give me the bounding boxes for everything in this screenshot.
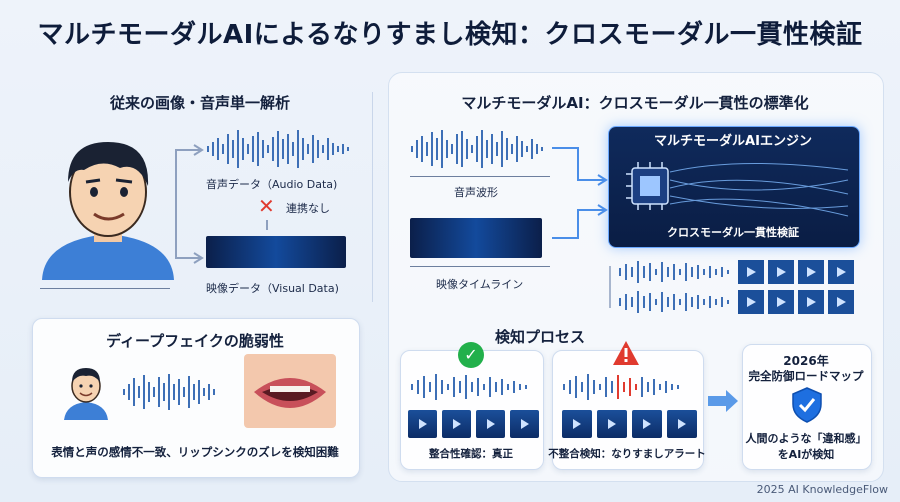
engine-title: マルチモーダルAIエンジン	[654, 134, 812, 149]
page-title: マルチモーダルAIによるなりすまし検知：クロスモーダル一貫性検証	[37, 20, 863, 50]
roadmap-year: 2026年	[783, 354, 829, 368]
authentic-label: 整合性確認：真正	[429, 448, 513, 460]
warning-icon	[613, 341, 639, 365]
traditional-heading: 従来の画像・音声単一解析	[109, 94, 290, 112]
branch-arrows	[175, 144, 204, 264]
person-avatar	[42, 142, 174, 280]
detection-heading: 検知プロセス	[494, 328, 585, 346]
video-timeline-strip	[410, 218, 542, 258]
audio-waveform	[207, 130, 349, 168]
spoofing-label: 不整合検知：なりすましアラート	[548, 448, 706, 460]
roadmap-arrow	[708, 396, 728, 406]
deepfake-heading: ディープフェイクの脆弱性	[106, 332, 284, 350]
engine-caption: クロスモーダル一貫性検証	[667, 226, 799, 239]
authentic-waveform	[411, 374, 527, 400]
shield-check-icon	[792, 387, 822, 423]
roadmap-body-line1: 人間のような「違和感」	[745, 432, 867, 445]
footer-credit: 2025 AI KnowledgeFlow	[756, 483, 888, 496]
roadmap-arrowhead	[726, 390, 738, 412]
chip-icon	[626, 162, 849, 217]
spoofing-waveform	[563, 374, 679, 400]
roadmap-body-line2: をAIが検知	[777, 448, 835, 461]
down-arrow	[266, 220, 268, 230]
synced-output-rows	[609, 260, 854, 314]
audio-data-label: 音声データ（Audio Data)	[206, 178, 338, 191]
roadmap-title: 完全防御ロードマップ	[748, 369, 864, 383]
multimodal-heading: マルチモーダルAI：クロスモーダル一貫性の標準化	[461, 94, 809, 112]
no-link-x-icon: ✕	[258, 194, 275, 218]
waveform-timeline	[410, 176, 550, 177]
deepfake-waveform	[123, 374, 215, 410]
video-strip	[206, 236, 346, 268]
small-person-avatar	[64, 368, 108, 420]
deepfake-caption: 表情と声の感情不一致、リップシンクのズレを検知困難	[51, 445, 339, 459]
video-timeline-axis	[410, 266, 550, 267]
lip-sync-mouth-image	[244, 354, 336, 428]
spoofing-frames	[562, 410, 698, 440]
no-link-label: 連携なし	[286, 202, 330, 215]
divider	[372, 92, 373, 302]
video-timeline-label: 映像タイムライン	[436, 278, 524, 291]
engine-input-arrows	[552, 147, 608, 239]
sound-waveform-label: 音声波形	[454, 186, 498, 199]
person-timeline	[40, 288, 170, 289]
check-icon: ✓	[458, 342, 484, 368]
video-data-label: 映像データ（Visual Data)	[206, 282, 339, 295]
authentic-frames	[408, 410, 540, 440]
sound-waveform	[411, 130, 543, 168]
